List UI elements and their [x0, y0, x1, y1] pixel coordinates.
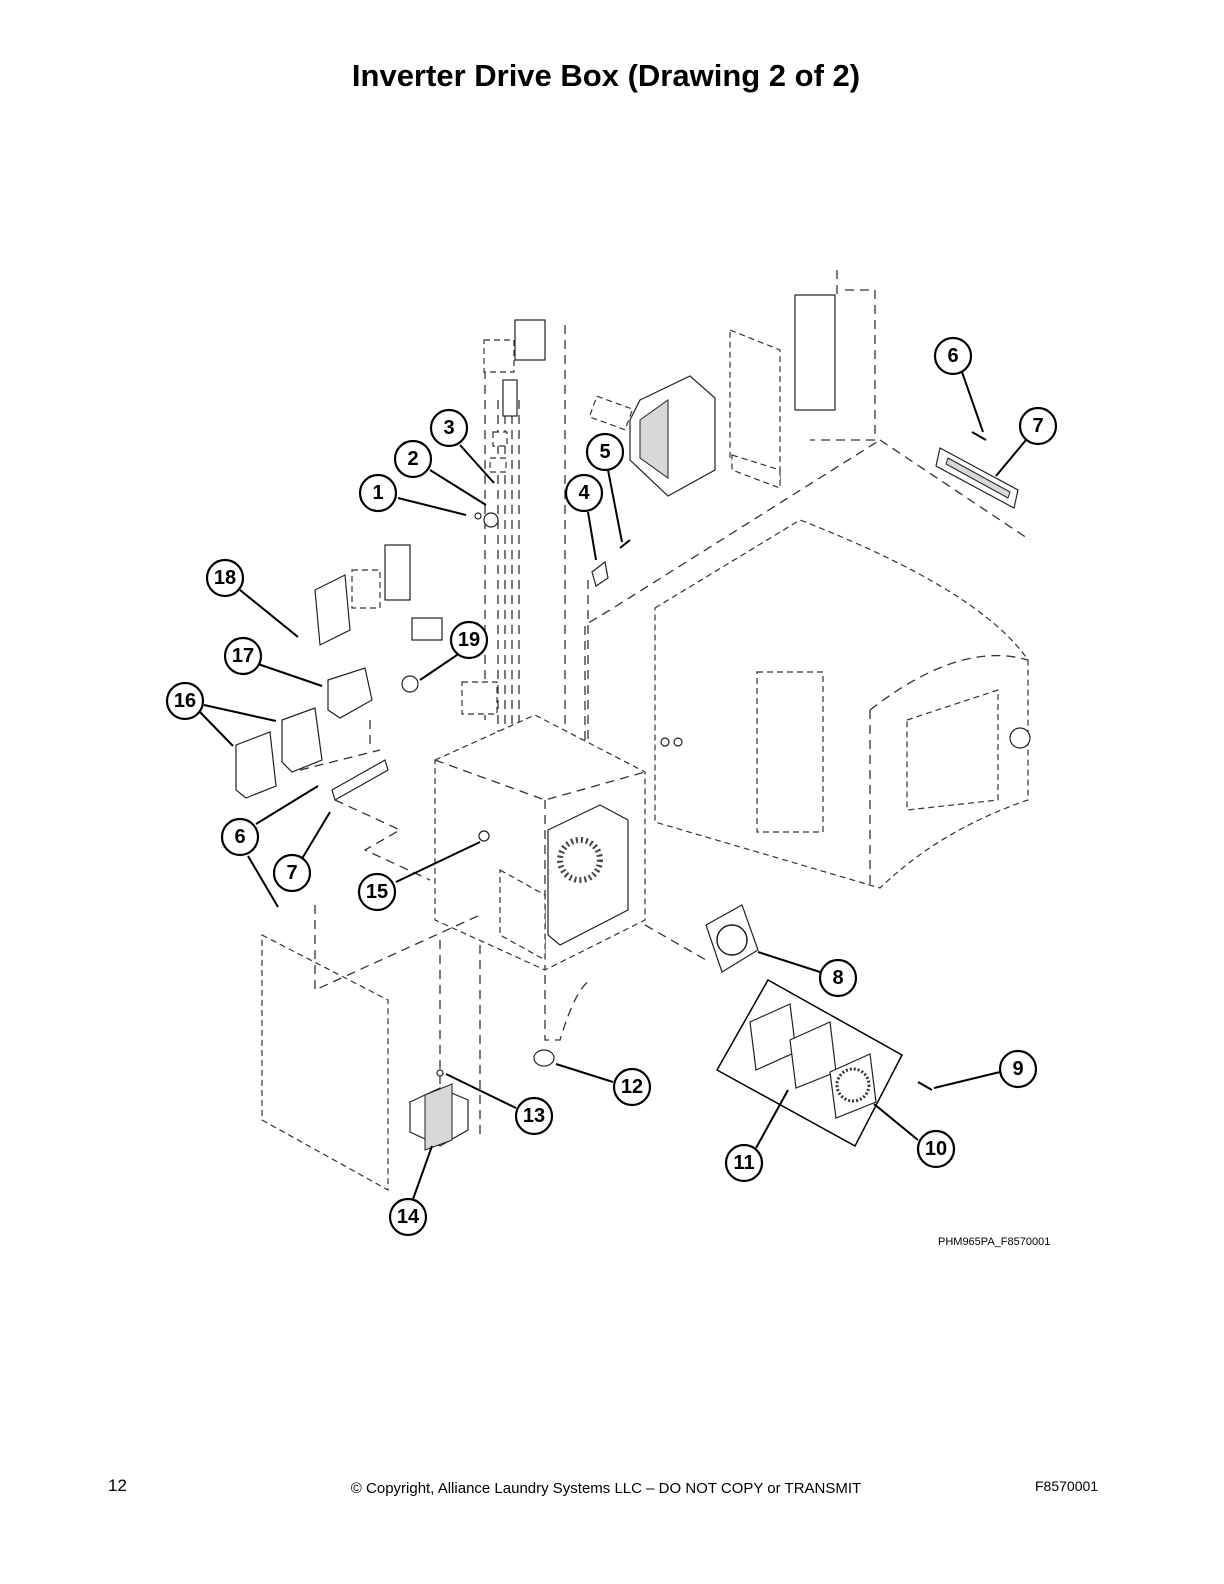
svg-text:13: 13 [523, 1105, 545, 1127]
svg-text:7: 7 [286, 862, 297, 884]
callout-13: 13 [514, 1096, 554, 1136]
document-code: F8570001 [1035, 1478, 1099, 1494]
fan-guard-kit [715, 978, 933, 1148]
chassis-box [434, 714, 646, 1140]
svg-text:2: 2 [407, 448, 418, 470]
callout-11: 11 [724, 1143, 764, 1183]
svg-text:4: 4 [578, 482, 590, 504]
relay-group [235, 544, 443, 799]
callout-15: 15 [357, 872, 397, 912]
cooling-fan [644, 904, 759, 973]
callout-8: 8 [818, 958, 858, 998]
filter-assembly [729, 270, 876, 489]
callout-5: 5 [585, 432, 625, 472]
svg-text:11: 11 [733, 1152, 754, 1174]
svg-text:8: 8 [832, 967, 843, 989]
svg-text:1: 1 [372, 482, 383, 504]
callout-1: 1 [358, 473, 398, 513]
page-number: 12 [108, 1476, 127, 1495]
svg-text:10: 10 [925, 1138, 947, 1160]
svg-text:15: 15 [366, 881, 388, 903]
callout-17: 17 [223, 636, 263, 676]
svg-text:16: 16 [174, 690, 196, 712]
svg-text:5: 5 [599, 441, 610, 463]
callout-6-left: 6 [220, 817, 260, 857]
page-title: Inverter Drive Box (Drawing 2 of 2) [351, 58, 861, 93]
svg-text:14: 14 [397, 1206, 420, 1228]
callout-16: 16 [165, 681, 205, 721]
enclosure-cover [654, 519, 1031, 889]
callout-4: 4 [564, 473, 604, 513]
callout-14: 14 [388, 1197, 428, 1237]
inverter-module [588, 375, 716, 497]
transformer [409, 1069, 469, 1151]
side-panel [261, 905, 481, 1192]
callout-6-top: 6 [933, 336, 973, 376]
copyright-notice: © Copyright, Alliance Laundry Systems LL… [350, 1480, 862, 1497]
drawing-id: PHM965PA_F8570001 [938, 1236, 1051, 1248]
callout-3: 3 [429, 408, 469, 448]
leader-lines [197, 371, 1027, 1203]
callout-19: 19 [449, 620, 489, 660]
wiring-harness [483, 319, 566, 830]
callout-9: 9 [998, 1049, 1038, 1089]
callout-18: 18 [205, 558, 245, 598]
callout-2: 2 [393, 439, 433, 479]
svg-text:19: 19 [458, 629, 480, 651]
svg-text:17: 17 [232, 645, 254, 667]
svg-text:12: 12 [621, 1076, 643, 1098]
svg-text:3: 3 [443, 417, 454, 439]
svg-text:18: 18 [214, 567, 236, 589]
callout-12: 12 [612, 1067, 652, 1107]
svg-text:7: 7 [1032, 415, 1043, 437]
din-rail-left [331, 759, 431, 881]
callout-7-left: 7 [272, 853, 312, 893]
callout-10: 10 [916, 1129, 956, 1169]
svg-text:6: 6 [947, 345, 958, 367]
svg-text:6: 6 [234, 826, 245, 848]
svg-text:9: 9 [1012, 1058, 1023, 1080]
din-rail-right [935, 431, 1019, 509]
callout-7-top: 7 [1018, 406, 1058, 446]
